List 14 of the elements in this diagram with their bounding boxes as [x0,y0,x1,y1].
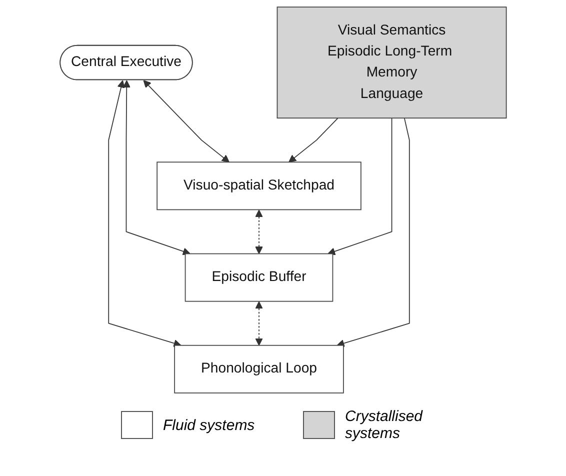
arrow [288,118,338,162]
arrow [108,80,182,348]
arrow [327,118,392,256]
legend-label: Crystallised systems [345,408,424,442]
arrow [254,301,263,346]
node-box: Episodic Buffer [184,253,333,302]
arrow [254,210,263,254]
node-box: Phonological Loop [174,344,344,394]
arrow [122,80,190,256]
arrow [336,118,410,348]
legend-label: Fluid systems [163,416,256,434]
arrow [143,80,230,162]
node-box: Visuo-spatial Sketchpad [156,162,362,210]
node-box: Visual Semantics Episodic Long-Term Memory Language [276,6,507,118]
